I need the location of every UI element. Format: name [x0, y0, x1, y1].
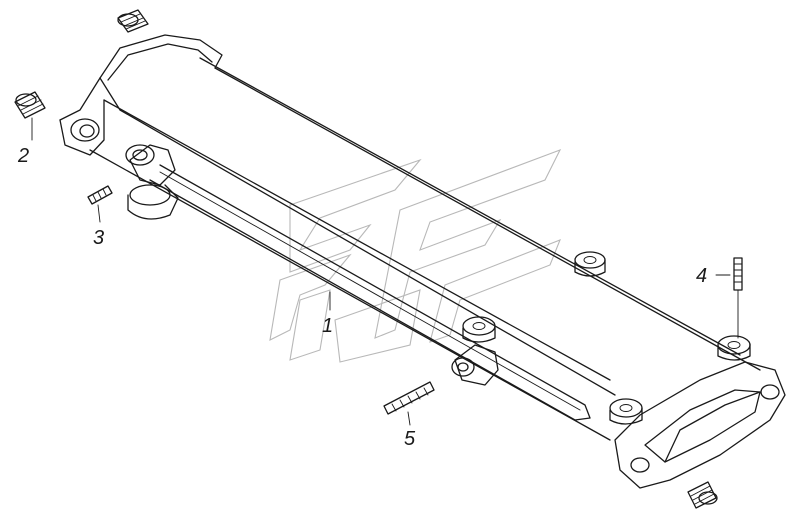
stud-part-5 — [383, 381, 435, 415]
plug-part-2 — [14, 91, 46, 119]
callout-1: 1 — [322, 315, 333, 337]
callout-5: 5 — [404, 428, 416, 450]
main-housing — [59, 34, 786, 489]
stud-part-4 — [733, 257, 743, 339]
leader-lines — [31, 117, 731, 426]
watermark-logo — [269, 148, 562, 363]
callout-3: 3 — [93, 227, 104, 249]
callout-4: 4 — [696, 265, 707, 287]
plug-top — [117, 9, 149, 33]
plug-bottom-right — [687, 481, 718, 509]
callout-2: 2 — [17, 145, 29, 167]
stud-part-3 — [87, 185, 113, 205]
